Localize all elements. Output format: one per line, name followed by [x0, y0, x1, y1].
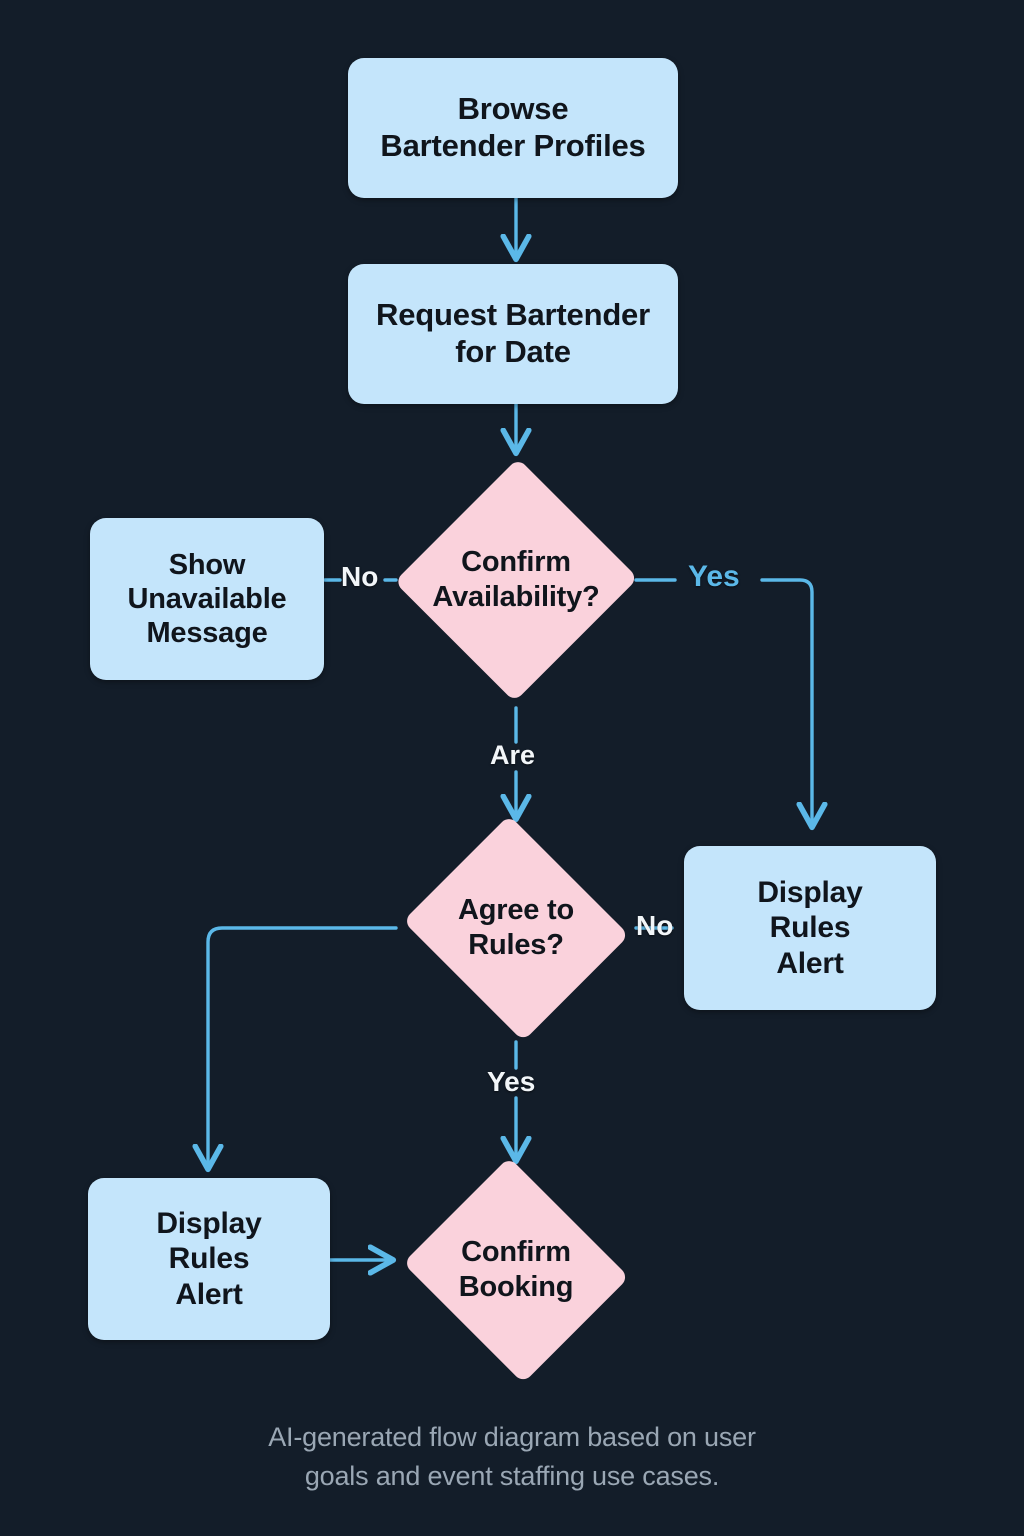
- node-agree-to-rules-line2: Rules?: [468, 929, 564, 961]
- node-rules-left-line1: Display: [156, 1206, 262, 1240]
- edge-agree-rules-left-to-rules-left: [208, 926, 398, 1168]
- edge-label-availability-no: No: [341, 561, 379, 592]
- node-display-rules-alert-left[interactable]: Display Rules Alert: [88, 1178, 330, 1340]
- edge-label-rules-no: No: [636, 910, 674, 941]
- node-request-line1: Request Bartender: [376, 297, 650, 333]
- node-show-unavailable-label: Show Unavailable Message: [118, 548, 297, 651]
- node-agree-to-rules[interactable]: Agree to Rules?: [396, 815, 636, 1041]
- node-show-unavailable-line1: Show: [168, 548, 246, 581]
- node-display-rules-alert-right[interactable]: Display Rules Alert: [684, 846, 936, 1010]
- edge-label-are: Are: [490, 740, 536, 770]
- edge-label-rules-yes: Yes: [487, 1066, 536, 1097]
- node-agree-to-rules-line1: Agree to: [457, 894, 575, 927]
- node-confirm-booking-line2: Booking: [458, 1271, 574, 1303]
- node-request-bartender-for-date[interactable]: Request Bartender for Date: [348, 264, 678, 404]
- node-browse-line1: Browse: [457, 91, 569, 127]
- node-confirm-booking-line1: Confirm: [461, 1236, 571, 1269]
- node-browse-bartender-profiles[interactable]: Browse Bartender Profiles: [348, 58, 678, 198]
- node-show-unavailable-line3: Message: [146, 617, 268, 650]
- node-rules-left-line3: Alert: [175, 1277, 243, 1311]
- node-rules-right-line1: Display: [757, 875, 863, 909]
- edge-label-availability-yes: Yes: [688, 560, 740, 593]
- node-rules-right-line2: Rules: [769, 911, 851, 945]
- node-confirm-availability-label: Confirm Availability?: [396, 456, 636, 704]
- node-confirm-booking-label: Confirm Booking: [396, 1164, 636, 1376]
- node-show-unavailable-line2: Unavailable: [127, 582, 287, 615]
- diagram-caption-line2: goals and event staffing use cases.: [304, 1461, 720, 1492]
- node-confirm-booking[interactable]: Confirm Booking: [396, 1157, 636, 1383]
- node-show-unavailable-message[interactable]: Show Unavailable Message: [90, 518, 324, 680]
- node-request-label: Request Bartender for Date: [366, 297, 660, 370]
- node-rules-left-label: Display Rules Alert: [146, 1206, 271, 1312]
- node-browse-label: Browse Bartender Profiles: [370, 91, 655, 164]
- node-request-line2: for Date: [455, 334, 571, 369]
- node-rules-right-line3: Alert: [776, 946, 844, 980]
- node-confirm-availability[interactable]: Confirm Availability?: [394, 456, 638, 704]
- edge-availability-yes-to-rules-right: [760, 578, 812, 826]
- node-rules-left-line2: Rules: [168, 1242, 250, 1276]
- node-confirm-availability-line1: Confirm: [461, 546, 571, 579]
- diagram-caption-line1: AI-generated flow diagram based on user: [268, 1422, 756, 1452]
- node-browse-line2: Bartender Profiles: [380, 128, 646, 163]
- node-agree-to-rules-label: Agree to Rules?: [396, 822, 636, 1034]
- node-rules-right-label: Display Rules Alert: [747, 875, 872, 981]
- node-confirm-availability-line2: Availability?: [432, 581, 600, 613]
- diagram-caption: AI-generated flow diagram based on user …: [0, 1418, 1024, 1496]
